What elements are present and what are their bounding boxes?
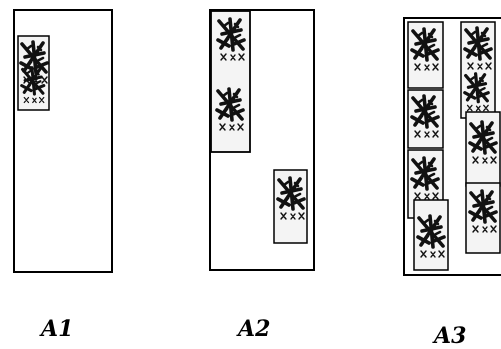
panel-a3 xyxy=(403,17,501,276)
panel-a2 xyxy=(209,9,315,271)
panel-a1-tile-1 xyxy=(17,35,50,111)
panel-a3-tile-2 xyxy=(407,89,444,149)
panel-a1-label: A1 xyxy=(39,316,73,342)
panel-a2-label: A2 xyxy=(236,316,270,342)
panel-a1-frame xyxy=(13,9,113,273)
panel-a3-label: A3 xyxy=(432,323,466,349)
panel-a3-tile-7 xyxy=(465,182,501,254)
panel-a2-tile-1 xyxy=(210,10,251,153)
panel-a3-tile-6 xyxy=(465,111,501,187)
panel-a3-frame xyxy=(403,17,501,276)
panel-a3-tile-4 xyxy=(413,199,449,271)
panel-a3-tile-1 xyxy=(407,21,444,89)
panel-a2-frame xyxy=(209,9,315,271)
panel-a3-tile-5 xyxy=(460,21,496,119)
panel-a1 xyxy=(13,9,113,273)
panel-a2-tile-2 xyxy=(273,169,308,244)
